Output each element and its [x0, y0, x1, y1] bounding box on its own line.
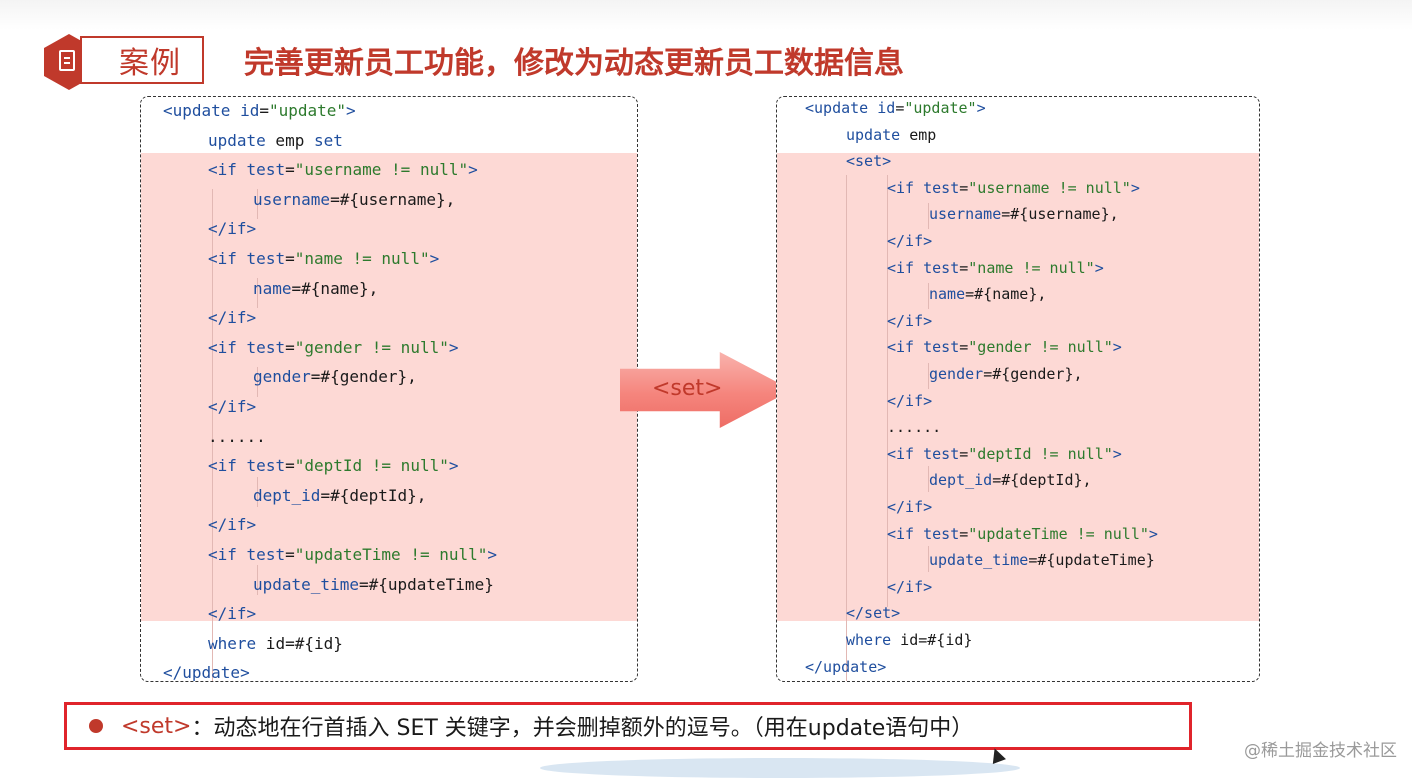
code-line: </if> [208, 515, 257, 535]
note-box: <set> ：动态地在行首插入 SET 关键字，并会删掉额外的逗号。（用在upd… [64, 702, 1192, 750]
code-line: dept_id=#{deptId}, [929, 471, 1092, 490]
code-line: <if test="name != null"> [887, 258, 1104, 277]
code-line: <set> [846, 152, 892, 171]
indent-guide [212, 189, 213, 681]
code-line: <update id="update"> [805, 99, 986, 117]
code-line: </update> [805, 657, 887, 676]
code-line: <if test="gender != null"> [887, 338, 1122, 357]
indent-guide [257, 367, 258, 397]
code-line: update emp set [208, 130, 343, 150]
indent-guide [928, 466, 929, 492]
decorative-cloud [540, 758, 1020, 778]
code-line: <if test="updateTime != null"> [208, 545, 498, 564]
code-line: username=#{username}, [253, 189, 456, 209]
arrow-label: <set> [652, 376, 723, 401]
indent-guide [257, 278, 258, 308]
code-line: </if> [887, 311, 933, 330]
code-line: </if> [208, 219, 257, 239]
case-badge: 案例 [80, 36, 204, 84]
case-badge-label: 案例 [119, 46, 181, 81]
code-line: update_time=#{updateTime} [253, 574, 494, 594]
code-line: <if test="updateTime != null"> [887, 524, 1158, 543]
code-line: <if test="deptId != null"> [208, 456, 459, 476]
code-line: </set> [846, 604, 901, 623]
code-line: ...... [208, 426, 266, 446]
highlight-region [141, 153, 637, 621]
code-panel-before: <update id="update"> update emp set <if te… [140, 96, 638, 682]
indent-guide [928, 546, 929, 572]
code-line: gender=#{gender}, [929, 365, 1083, 383]
bullet-icon [89, 719, 103, 733]
code-line: where id=#{id} [846, 631, 973, 649]
code-line: where id=#{id} [208, 633, 343, 653]
code-line: username=#{username}, [929, 205, 1119, 224]
indent-guide [846, 175, 847, 681]
code-line: name=#{name}, [929, 285, 1047, 304]
page-title: 完善更新员工功能，修改为动态更新员工数据信息 [244, 46, 904, 81]
code-line: </if> [887, 232, 933, 250]
indent-guide [257, 189, 258, 219]
code-line: dept_id=#{deptId}, [253, 485, 427, 505]
document-icon [59, 50, 75, 71]
code-line: <if test="deptId != null"> [887, 444, 1122, 463]
code-line: </if> [208, 308, 257, 328]
code-line: update_time=#{updateTime} [929, 551, 1155, 570]
indent-guide [928, 363, 929, 389]
code-line: update emp [846, 125, 937, 144]
code-panel-after: <update id="update"> update emp <set> <if t… [776, 96, 1260, 682]
code-line: name=#{name}, [253, 278, 379, 298]
code-line: <if test="username != null"> [887, 178, 1140, 197]
top-bar [0, 0, 1412, 30]
indent-guide [257, 477, 258, 507]
code-line: <if test="name != null"> [208, 249, 440, 268]
code-line: </if> [887, 391, 933, 410]
code-line: </if> [208, 397, 257, 416]
note-term: <set> [121, 713, 192, 739]
code-line: ...... [887, 418, 942, 437]
watermark: @稀土掘金技术社区 [1244, 741, 1397, 761]
code-line: </if> [887, 577, 933, 596]
code-line: <if test="gender != null"> [208, 337, 459, 357]
indent-guide [928, 283, 929, 309]
code-line: </update> [163, 663, 250, 682]
highlight-region [777, 153, 1259, 621]
indent-guide [257, 565, 258, 595]
code-line: gender=#{gender}, [253, 367, 417, 387]
indent-guide [928, 203, 929, 229]
indent-guide [887, 175, 888, 607]
note-text: ：动态地在行首插入 SET 关键字，并会删掉额外的逗号。（用在update语句中… [191, 716, 974, 741]
code-line: <update id="update"> [163, 101, 356, 120]
code-line: <if test="username != null"> [208, 160, 478, 180]
code-line: </if> [887, 498, 933, 516]
code-line: </if> [208, 604, 257, 624]
